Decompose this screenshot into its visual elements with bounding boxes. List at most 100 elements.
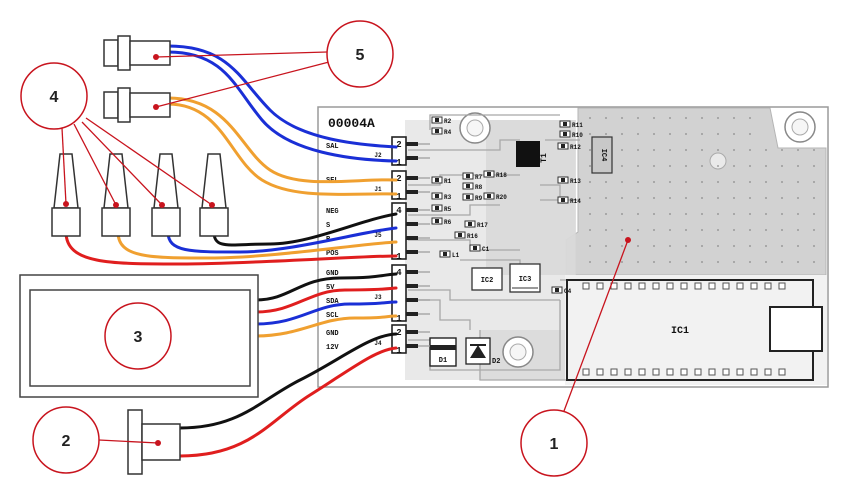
j3-pin-name: 5V <box>326 284 335 292</box>
j4-pin-name: GND <box>326 330 339 338</box>
wire-black-power <box>178 332 398 430</box>
t1-transistor <box>516 141 540 167</box>
wire-blue-sensor <box>166 226 398 254</box>
part-r3: R3 <box>431 192 452 201</box>
part-r7: R7 <box>462 172 483 181</box>
board-id-text: 00004A <box>328 116 375 131</box>
j1-ref: J1 <box>374 186 382 193</box>
svg-text:D1: D1 <box>439 357 447 365</box>
ic4-package <box>591 136 613 174</box>
svg-text:R13: R13 <box>570 178 581 185</box>
part-r14: R14 <box>557 196 581 205</box>
callout-3: 3 <box>104 302 172 370</box>
callout-4: 4 <box>20 62 215 208</box>
svg-text:R3: R3 <box>444 194 452 201</box>
svg-text:R18: R18 <box>496 172 507 179</box>
callout-1: 1 <box>520 237 631 477</box>
svg-text:R11: R11 <box>572 122 583 129</box>
mounting-hole-bottom <box>502 336 534 368</box>
sensor-2 <box>101 153 131 237</box>
wire-blue-display <box>254 300 398 326</box>
callout-5: 5 <box>153 20 394 110</box>
j2-ref: J2 <box>374 152 382 159</box>
part-r6: R6 <box>431 217 452 226</box>
part-r17: R17 <box>464 220 488 229</box>
svg-text:R10: R10 <box>572 132 583 139</box>
part-r9: R9 <box>462 193 483 202</box>
svg-text:R17: R17 <box>477 222 488 229</box>
part-r10: R10 <box>559 130 583 139</box>
j5-pin-name: POS <box>326 250 339 258</box>
j2-pin-first: 2 <box>396 140 401 150</box>
j3-pin-name: SCL <box>326 312 339 320</box>
svg-text:R14: R14 <box>570 198 581 205</box>
j5-pin-name: S <box>326 222 330 230</box>
sensor-1 <box>51 153 81 237</box>
j5-ref: J5 <box>374 232 382 239</box>
ic1-module: IC1 <box>566 279 823 381</box>
svg-text:L1: L1 <box>452 252 460 259</box>
wire-orange-display <box>254 314 398 338</box>
connector-plug-top <box>103 35 171 71</box>
part-r2: R2 <box>431 116 452 125</box>
mounting-hole-top-right <box>784 111 816 143</box>
j1-pin-last: 1 <box>396 192 402 202</box>
wire-red-power <box>178 346 398 458</box>
sensor-4 <box>199 153 229 237</box>
wire-blue-top <box>166 44 398 149</box>
wire-orange-mid <box>166 96 398 184</box>
j3-pin-name: SDA <box>326 298 339 306</box>
svg-text:R12: R12 <box>570 144 581 151</box>
svg-text:R6: R6 <box>444 219 452 226</box>
svg-text:D2: D2 <box>492 358 500 366</box>
j2-pin-name: SAL <box>326 143 339 151</box>
svg-text:R5: R5 <box>444 206 452 213</box>
callout-2: 2 <box>32 406 161 474</box>
ic3-chip: IC3 <box>509 263 541 293</box>
ic2-chip: IC2 <box>471 267 503 291</box>
svg-text:R7: R7 <box>475 174 483 181</box>
j5-pin-name: NEG <box>326 208 339 216</box>
callout-number: 4 <box>50 89 59 106</box>
j1-pin-first: 2 <box>396 174 401 184</box>
t1-label: T1 <box>540 153 549 163</box>
wires <box>64 44 398 458</box>
via-pattern <box>589 117 815 263</box>
wire-red-sensor <box>64 230 398 266</box>
diode-d1: D1 <box>429 337 457 367</box>
j5-pin-last: 1 <box>396 252 402 262</box>
svg-text:R8: R8 <box>475 184 483 191</box>
j3-pin-first: 4 <box>396 268 402 278</box>
callout-number: 5 <box>356 47 365 64</box>
part-r16: R16 <box>454 231 478 240</box>
svg-text:R4: R4 <box>444 129 452 136</box>
svg-text:R16: R16 <box>467 233 478 240</box>
wire-blue-top-b <box>166 50 398 163</box>
ic1-label: IC1 <box>671 326 689 337</box>
j4-pin-last: 1 <box>396 346 402 356</box>
j4-ref: J4 <box>374 340 382 347</box>
part-r12: R12 <box>557 142 581 151</box>
part-l1: L1 <box>439 250 460 259</box>
svg-text:R20: R20 <box>496 194 507 201</box>
diode-d2: D2 <box>465 337 500 366</box>
wire-orange-sensor <box>116 230 398 260</box>
part-r4: R4 <box>431 127 452 136</box>
part-r13: R13 <box>557 176 581 185</box>
callout-number: 2 <box>62 433 71 450</box>
j3-pin-last: 1 <box>396 314 402 324</box>
part-r1: R1 <box>431 176 452 185</box>
part-r5: R5 <box>431 204 452 213</box>
svg-text:C1: C1 <box>482 246 490 253</box>
j4-pin-name: 12V <box>326 344 339 352</box>
j5-pin-first: 4 <box>396 206 402 216</box>
part-r20: R20 <box>483 192 507 201</box>
mounting-hole-top-left <box>459 112 491 144</box>
part-r18: R18 <box>483 170 507 179</box>
wire-red-display <box>254 286 398 314</box>
